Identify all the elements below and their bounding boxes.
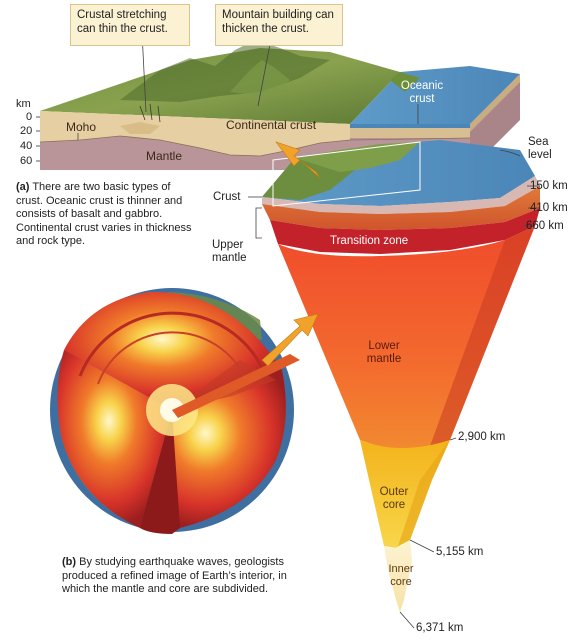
lower-mantle-layer xyxy=(278,226,535,452)
arrow-to-crust-block xyxy=(275,141,321,179)
caption-b-text: By studying earthquake waves, geologists… xyxy=(62,556,287,595)
marker-660km: 660 km xyxy=(526,220,564,232)
marker-5155km: 5,155 km xyxy=(436,546,484,558)
continental-crust-face xyxy=(40,111,350,156)
depth-axis-unit: km xyxy=(16,98,31,110)
label-mantle: Mantle xyxy=(146,149,183,163)
earth-cutaway-globe xyxy=(50,288,300,534)
caption-a-tag: (a) xyxy=(16,181,30,193)
label-crust: Crust xyxy=(213,191,241,203)
arrow-to-wedge xyxy=(261,313,319,367)
label-lower-mantle: Lower mantle xyxy=(366,340,402,365)
label-outer-core: Outer core xyxy=(379,486,409,511)
callout-mountain-building: Mountain building can thicken the crust. xyxy=(215,4,343,46)
transition-zone-layer xyxy=(270,208,540,254)
depth-tick-20: 20 xyxy=(20,125,33,137)
depth-tick-0: 0 xyxy=(26,111,33,123)
caption-b: (b) By studying earthquake waves, geolog… xyxy=(62,556,306,597)
caption-a: (a) There are two basic types of crust. … xyxy=(16,181,192,249)
caption-a-text: There are two basic types of crust. Ocea… xyxy=(16,181,192,247)
depth-tick-40: 40 xyxy=(20,140,33,152)
label-oceanic-crust: Oceanic crust xyxy=(400,80,444,105)
depth-axis xyxy=(36,116,40,162)
label-upper-mantle: Upper mantle xyxy=(212,239,247,264)
label-continental-crust: Continental crust xyxy=(226,118,317,132)
caption-b-tag: (b) xyxy=(62,556,77,568)
earth-wedge xyxy=(248,140,540,629)
marker-410km: 410 km xyxy=(530,202,568,214)
inner-core-layer xyxy=(384,540,412,612)
depth-tick-60: 60 xyxy=(20,155,33,167)
marker-2900km: 2,900 km xyxy=(458,431,506,443)
label-inner-core: Inner core xyxy=(388,563,414,588)
label-sea-level: Sea level xyxy=(528,136,552,161)
outer-core-layer xyxy=(360,440,450,548)
marker-150km: 150 km xyxy=(530,180,568,192)
label-moho: Moho xyxy=(66,120,97,134)
callout-crustal-stretching: Crustal stretching can thin the crust. xyxy=(70,4,190,46)
marker-6371km: 6,371 km xyxy=(416,622,464,634)
label-transition-zone: Transition zone xyxy=(330,235,409,247)
